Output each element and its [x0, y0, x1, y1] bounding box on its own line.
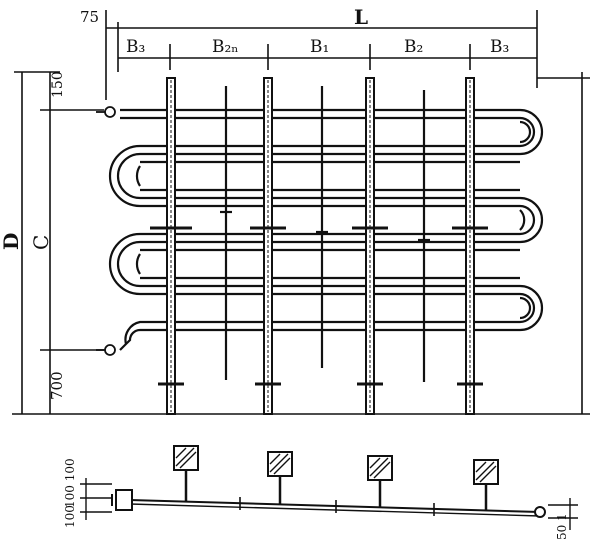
- serpentine-coil: [108, 108, 544, 351]
- dim-right-bottom-label: 50 1: [555, 513, 569, 540]
- dim-coil-height-label: C: [29, 235, 53, 250]
- dim-b3-label: B₃: [126, 37, 145, 57]
- dim-side-lower-label: 100: [63, 505, 77, 528]
- bottom-elevation-view: [80, 445, 578, 530]
- intermediate-hangers: [220, 86, 430, 382]
- dim-b1-label: B₁: [310, 37, 329, 57]
- support-post-1: [150, 77, 192, 415]
- dim-bottom-height-label: 700: [48, 371, 66, 400]
- support-post-3: [352, 77, 388, 415]
- elevation-support-3: [367, 455, 393, 508]
- left-dimension-lines: [12, 71, 590, 415]
- main-support-posts: [150, 77, 488, 415]
- support-post-2: [250, 77, 286, 415]
- top-dimension-lines: [105, 10, 590, 100]
- elevation-support-2: [267, 451, 293, 505]
- dim-b2-label: B₂: [404, 37, 423, 57]
- dim-b2n-label: B₂ₙ: [212, 37, 239, 57]
- dim-overall-length-label: L: [354, 5, 368, 29]
- dim-top-offset-label: 75: [80, 8, 99, 26]
- dim-overall-height-label: D: [0, 233, 23, 250]
- pipe-connections: [96, 106, 116, 356]
- support-post-4: [452, 77, 488, 415]
- elevation-support-4: [473, 459, 499, 511]
- elevation-support-1: [173, 445, 199, 502]
- dim-top-margin-label: 150: [50, 71, 66, 98]
- dim-side-upper-label: 100 100: [63, 458, 77, 508]
- dim-b3-right-label: B₃: [490, 37, 509, 57]
